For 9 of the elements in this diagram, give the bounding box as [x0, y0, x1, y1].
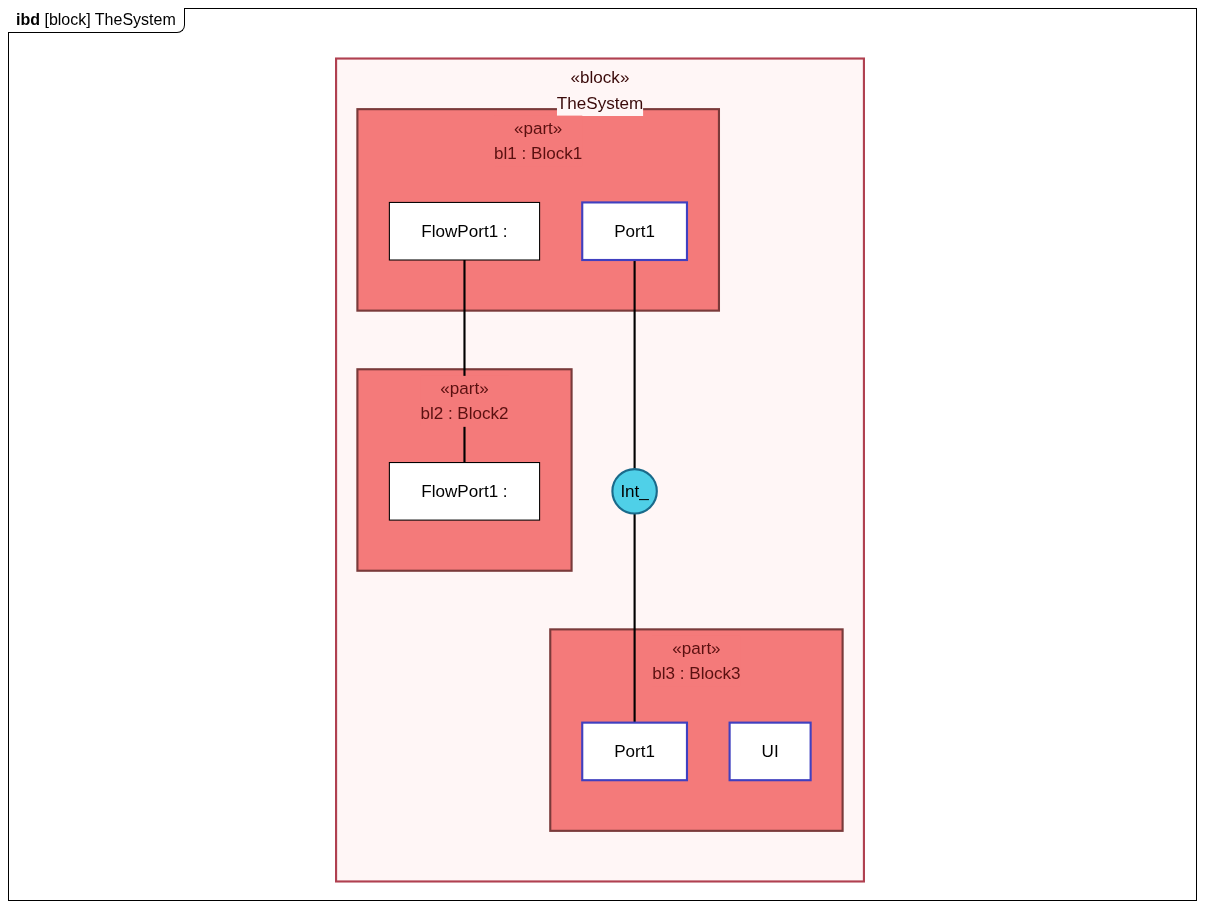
node-box: FlowPort1 : [388, 462, 541, 521]
connector [633, 260, 636, 470]
node-box: FlowPort1 : [388, 201, 541, 261]
node-box: Port1 [581, 721, 689, 782]
node-circle: Int_ [611, 468, 658, 515]
node-box: UI [728, 721, 812, 782]
diagram-frame-label: ibd [block] TheSystem [8, 8, 185, 33]
connector [633, 513, 636, 723]
node-box: Port1 [581, 201, 689, 262]
